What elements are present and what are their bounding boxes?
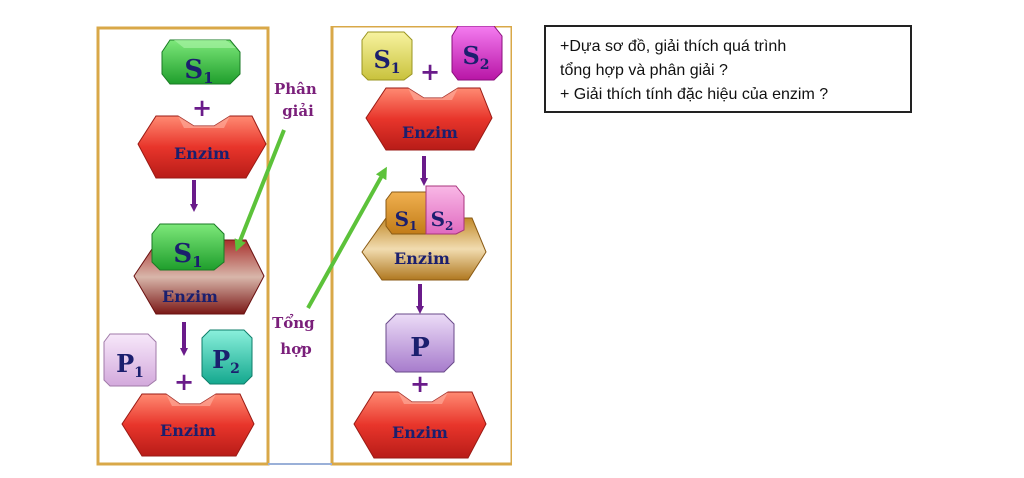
left-complex: S1 Enzim — [133, 223, 265, 315]
synthesis-arrow — [306, 166, 387, 309]
question-line-3: + Giải thích tính đặc hiệu của enzim ? — [560, 86, 829, 103]
right-enzyme-bottom: Enzim — [353, 391, 487, 459]
svg-text:S2: S2 — [462, 41, 489, 73]
left-plus-bottom: + — [174, 367, 194, 396]
svg-text:S1: S1 — [395, 207, 418, 233]
svg-text:P1: P1 — [116, 349, 144, 381]
left-panel-frame — [96, 26, 270, 466]
left-enzyme-top: Enzim — [137, 115, 267, 179]
left-enzyme-bottom: Enzim — [121, 393, 255, 457]
question-line-1: +Dựa sơ đồ, giải thích quá trình — [560, 38, 787, 55]
svg-text:P: P — [410, 333, 430, 363]
right-complex: S1 S2 Enzim — [361, 185, 487, 281]
left-product-p1: P1 — [103, 333, 157, 387]
label-breakdown: Phân giải — [274, 80, 322, 120]
svg-text:Enzim: Enzim — [162, 287, 218, 306]
left-product-p2: P2 — [201, 329, 253, 385]
svg-text:Enzim: Enzim — [174, 144, 230, 163]
right-substrate-s1: S1 — [361, 31, 413, 81]
svg-text:Enzim: Enzim — [160, 421, 216, 440]
svg-text:S2: S2 — [431, 207, 454, 233]
left-substrate-s1: S1 — [161, 39, 241, 87]
breakdown-arrow — [234, 129, 286, 252]
label-synthesis: Tổng hợp — [272, 314, 320, 358]
right-plus-bottom: + — [410, 369, 430, 398]
svg-text:Enzim: Enzim — [402, 123, 458, 142]
svg-text:Enzim: Enzim — [392, 423, 448, 442]
right-product-p: P — [385, 313, 455, 373]
right-plus-top: + — [420, 57, 440, 86]
right-panel-frame — [330, 26, 512, 466]
right-substrate-s2: S2 — [451, 26, 503, 81]
left-plus-top: + — [192, 93, 212, 122]
question-box: +Dựa sơ đồ, giải thích quá trình tổng hợ… — [544, 25, 912, 113]
svg-text:P2: P2 — [212, 345, 240, 377]
svg-text:S1: S1 — [373, 45, 400, 77]
svg-text:S1: S1 — [173, 239, 202, 271]
enzyme-diagram: S1 + Enzim S1 Enzim P1 P2 + Enzim Phân g… — [96, 26, 512, 466]
svg-text:S1: S1 — [184, 55, 213, 87]
right-enzyme-top: Enzim — [365, 87, 493, 151]
svg-text:Enzim: Enzim — [394, 249, 450, 268]
question-line-2: tổng hợp và phân giải ? — [560, 62, 728, 79]
